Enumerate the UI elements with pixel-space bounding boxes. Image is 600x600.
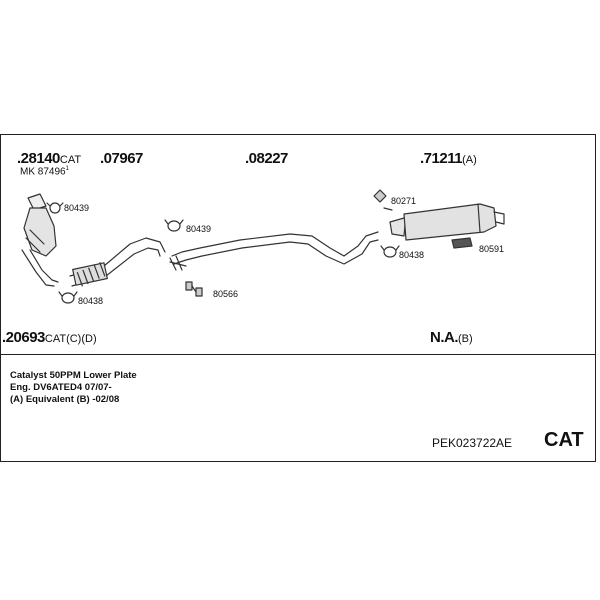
part-20693-number: .20693	[2, 329, 45, 346]
callout-80591: 80591	[479, 244, 505, 254]
hanger-80271	[373, 189, 393, 211]
intermediate-pipe-illustration	[169, 231, 379, 271]
part-71211-number: .71211	[420, 150, 463, 167]
callout-80438-left: 80438	[78, 296, 104, 306]
part-71211: .71211(A)	[420, 150, 477, 167]
notes-divider	[0, 354, 596, 355]
cat-label: CAT	[544, 429, 584, 451]
part-20693-suffix: CAT(C)(D)	[44, 333, 97, 345]
part-28140-number: .28140	[17, 150, 60, 167]
catalytic-converter-illustration	[21, 193, 59, 287]
callout-80439-middle: 80439	[186, 224, 212, 234]
part-na-number: N.A.	[430, 329, 459, 346]
kit-code: PEK023722AE	[432, 436, 513, 450]
callout-80566: 80566	[213, 289, 239, 299]
part-71211-suffix: (A)	[462, 154, 477, 166]
rear-silencer-illustration	[389, 203, 505, 241]
note-line-1: Catalyst 50PPM Lower Plate	[10, 370, 137, 381]
part-07967: .07967	[100, 150, 143, 167]
part-87496-note: 1	[65, 166, 69, 172]
hanger-80591	[451, 237, 473, 249]
part-87496: MK 874961	[20, 166, 69, 177]
callout-80439-left: 80439	[64, 203, 90, 213]
callout-80438-right: 80438	[399, 250, 425, 260]
clamp-80438-left	[58, 291, 78, 304]
part-08227: .08227	[245, 150, 288, 167]
clamp-80439-middle	[164, 219, 184, 232]
part-20693: .20693CAT(C)(D)	[2, 329, 97, 346]
callout-80271: 80271	[391, 196, 417, 206]
front-pipe-illustration	[69, 237, 166, 287]
diagram-frame	[0, 134, 596, 462]
note-line-3: (A) Equivalent (B) -02/08	[10, 394, 120, 405]
clamp-80438-right	[380, 245, 400, 258]
part-87496-label: MK 87496	[20, 166, 66, 178]
clamp-80439-left	[46, 202, 64, 214]
note-line-2: Eng. DV6ATED4 07/07-	[10, 382, 112, 393]
part-na: N.A.(B)	[430, 329, 473, 346]
part-na-suffix: (B)	[458, 333, 473, 345]
hanger-80566	[185, 281, 203, 297]
part-28140: .28140CAT	[17, 150, 81, 167]
part-28140-suffix: CAT	[59, 154, 82, 166]
